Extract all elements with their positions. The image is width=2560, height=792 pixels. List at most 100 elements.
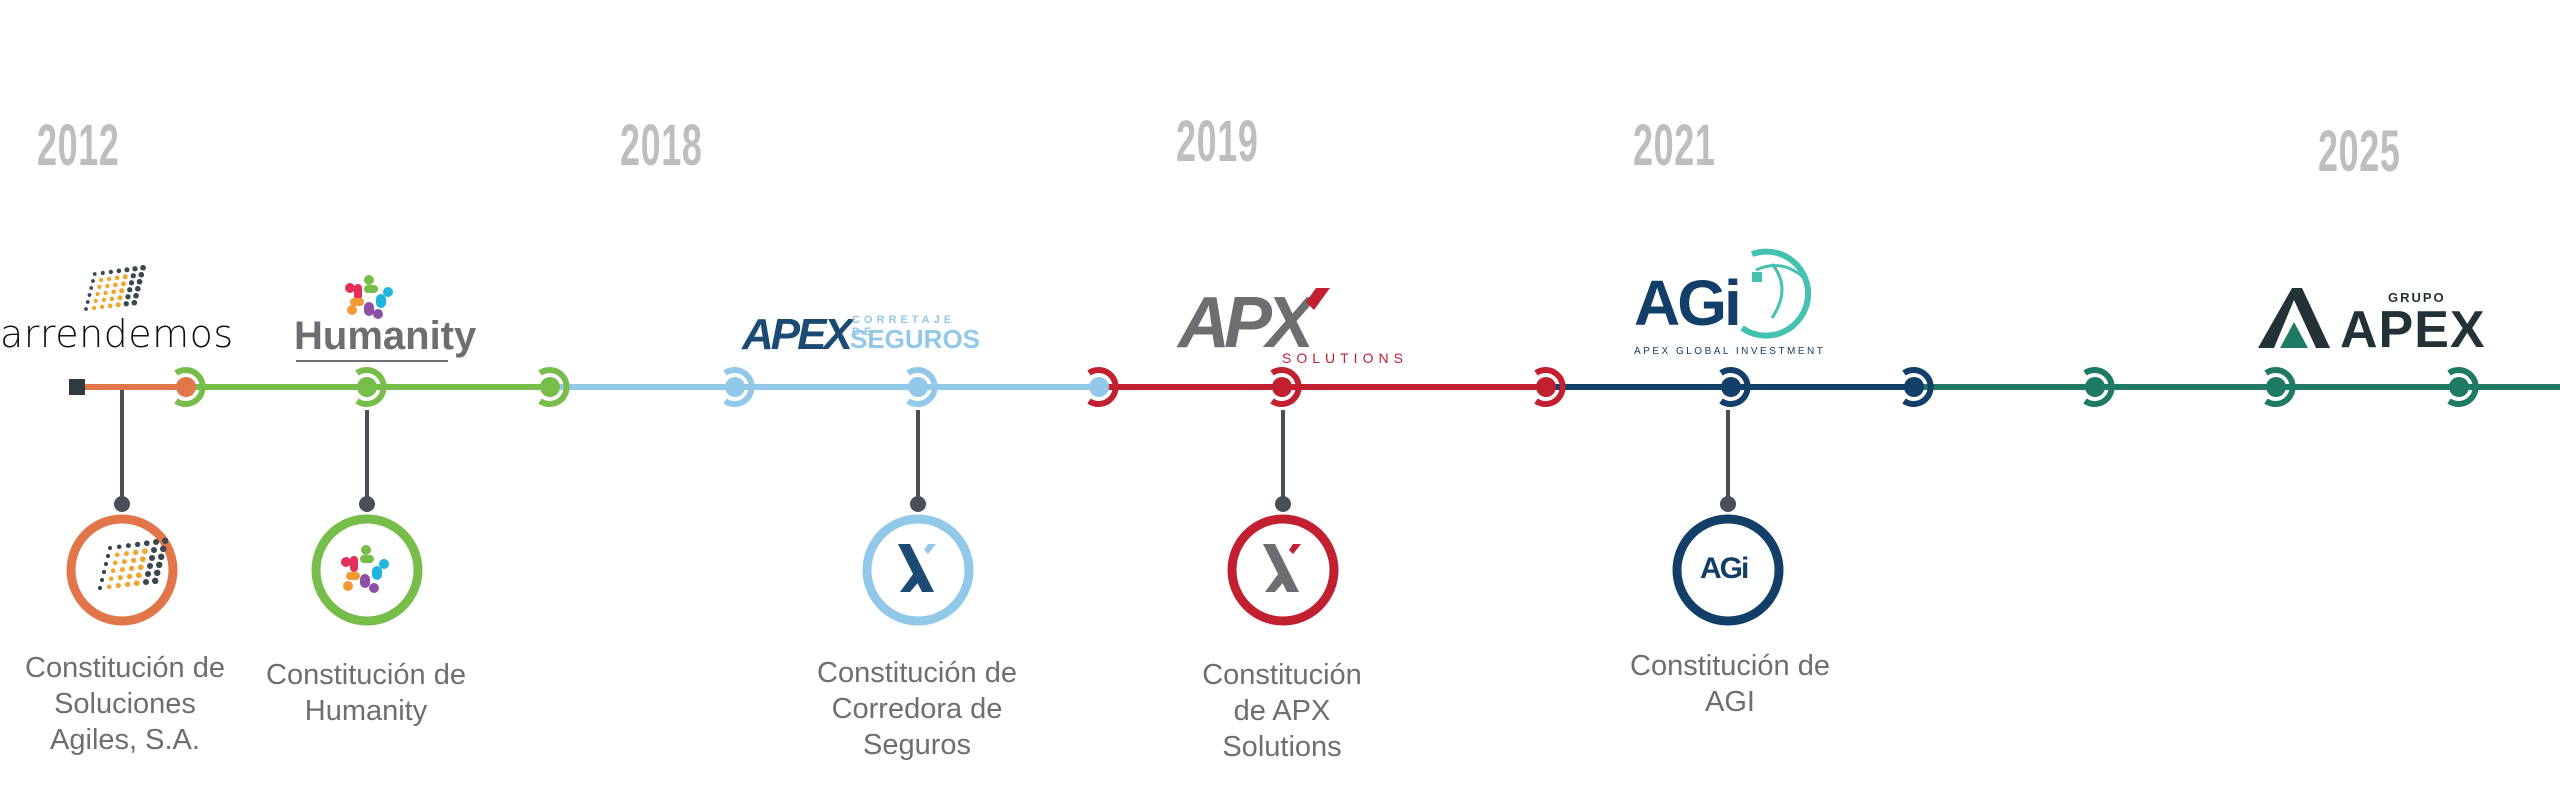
badge-dot [157,553,165,561]
logo-dot [123,301,129,307]
caption-line: Constitución de [1630,650,1830,682]
agi-logo: AGi APEX GLOBAL INVESTMENT [1632,248,1832,358]
timeline-node-ring [1270,367,1302,407]
badge-dot [119,567,125,573]
event-caption-agi: Constitución de AGI [1610,648,1850,720]
timeline-node-dot [908,377,928,397]
event-badge-ring [1672,514,1784,626]
timeline-node-ring [906,367,938,407]
badge-dot [107,545,113,551]
timeline-node-dot [2085,377,2105,397]
logo-dot [125,294,131,300]
timeline-node-ring [174,367,206,407]
apx-red-accent-icon [1306,288,1330,310]
apx-sub: SOLUTIONS [1282,350,1408,366]
humanity-badge-icon [341,545,389,593]
logo-dot [99,304,105,310]
badge-dot [125,543,131,549]
logo-dot [101,297,107,303]
grupo-apex-logo: GRUPO APEX [2258,288,2498,359]
connector-dot [114,496,130,512]
timeline-node-dot [1536,377,1556,397]
year-label-2021: 2021 [1633,113,1716,178]
arrendemos-logo: arrendemos [0,262,233,356]
logo-dot [136,278,143,285]
caption-line: Solutions [1222,731,1342,763]
timeline-node-ring [2264,367,2296,407]
logo-dot [117,295,123,301]
logo-dot [131,299,138,306]
timeline-start-marker [69,379,85,395]
logo-dot [92,272,97,276]
badge-dot [126,573,133,580]
event-badge-ring [311,514,423,626]
logo-dot [92,305,97,310]
badge-dot [143,540,150,547]
caption-line: Seguros [862,729,971,761]
logo-dot [134,285,141,292]
logo-dot [107,303,113,309]
badge-dot [159,545,167,553]
logo-dot [108,269,114,275]
logo-dot [132,266,138,272]
timeline-node-dot [1721,377,1741,397]
arrendemos-dots-icon [84,264,146,311]
badge-dot [134,541,141,548]
logo-dot [116,268,122,274]
caption-line: Humanity [304,695,428,727]
agi-sub: APEX GLOBAL INVESTMENT [1634,346,1826,357]
apx-solutions-logo: APX SOLUTIONS [1178,282,1418,372]
badge-dot [152,538,160,546]
badge-dot [128,565,135,572]
badge-dot [151,577,159,585]
badge-dot [155,561,163,569]
logo-dot [84,307,88,311]
agi-globe-icon [1740,248,1812,339]
logo-dot [133,292,139,299]
logo-dot [85,300,90,304]
badge-dot [112,560,118,566]
humanity-wordmark: Humanity [294,314,477,358]
badge-dot [115,583,121,589]
badge-dot [103,561,109,567]
badge-dot [130,557,137,564]
caption-line: Constitución de [25,652,225,684]
apx-wordmark: APX [1178,283,1314,363]
logo-dot [95,291,100,296]
caption-line: Constitución de [266,659,466,691]
grupo-apex-top: GRUPO [2388,290,2446,305]
apex-seguros-sub2: SEGUROS [850,324,981,354]
timeline-node-ring [723,367,755,407]
humanity-underline [296,360,448,362]
agi-wordmark: AGi [1634,267,1742,339]
badge-dot [105,553,111,559]
connector-dot [910,496,926,512]
badge-dot [133,580,140,587]
logo-dot [105,283,110,289]
caption-line: AGI [1705,686,1755,718]
caption-line: Constitución [1202,659,1362,691]
humanity-logo: Humanity [290,272,480,362]
logo-dot [130,273,136,279]
connector-dot [1275,496,1291,512]
logo-dot [138,271,145,278]
event-caption-apx: Constitución de APX Solutions [1162,657,1402,765]
timeline-node-ring [2447,367,2479,407]
logo-dot [93,298,98,303]
logo-dot [122,274,128,280]
logo-dot [97,284,102,289]
logo-dot [127,287,133,293]
badge-dot [123,551,129,557]
caption-line: Corredora de [831,693,1003,725]
badge-dot [137,564,144,571]
apex-x-badge-icon [898,544,936,592]
timeline-node-ring [2083,367,2115,407]
badge-dot [124,581,131,588]
timeline-node-dot [725,377,745,397]
logo-dot [111,289,116,295]
caption-line: Constitución de [817,657,1017,689]
badge-dot [110,568,116,574]
badge-dot [135,572,142,579]
badge-dot [101,569,107,575]
badge-dot [153,569,161,577]
